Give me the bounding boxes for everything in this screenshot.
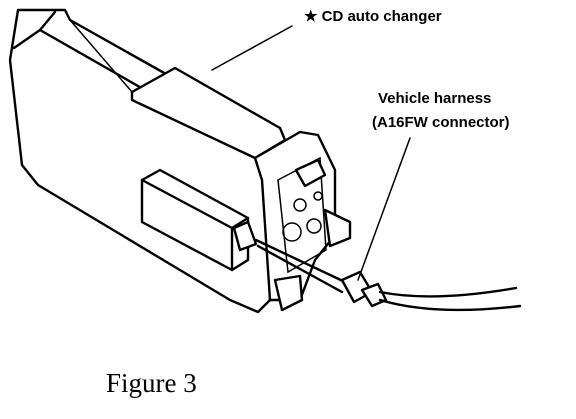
leader-cd-changer — [211, 25, 293, 71]
end-panel-hole-1 — [282, 222, 302, 242]
end-panel-hole-4 — [313, 191, 323, 201]
figure-caption: Figure 3 — [106, 368, 197, 398]
connector-socket — [232, 220, 258, 252]
harness-cable — [254, 238, 347, 284]
harness-wire-1 — [378, 286, 518, 298]
harness-cable-2 — [256, 244, 344, 294]
label-vehicle-harness: Vehicle harness — [378, 90, 492, 107]
bracket-right — [323, 208, 352, 248]
bracket-bottom — [273, 274, 304, 312]
connector-housing-top — [230, 216, 250, 230]
end-panel-tab — [294, 158, 327, 188]
end-panel-hole-2 — [306, 218, 322, 234]
lid-seam — [69, 19, 133, 93]
label-connector-id: (A16FW connector) — [372, 114, 510, 131]
label-cd-auto-changer: ★ CD auto changer — [304, 8, 442, 25]
changer-top-lid — [38, 10, 57, 32]
harness-wire-2 — [378, 298, 522, 312]
end-panel-hole-3 — [293, 198, 307, 212]
leader-harness — [357, 137, 411, 281]
